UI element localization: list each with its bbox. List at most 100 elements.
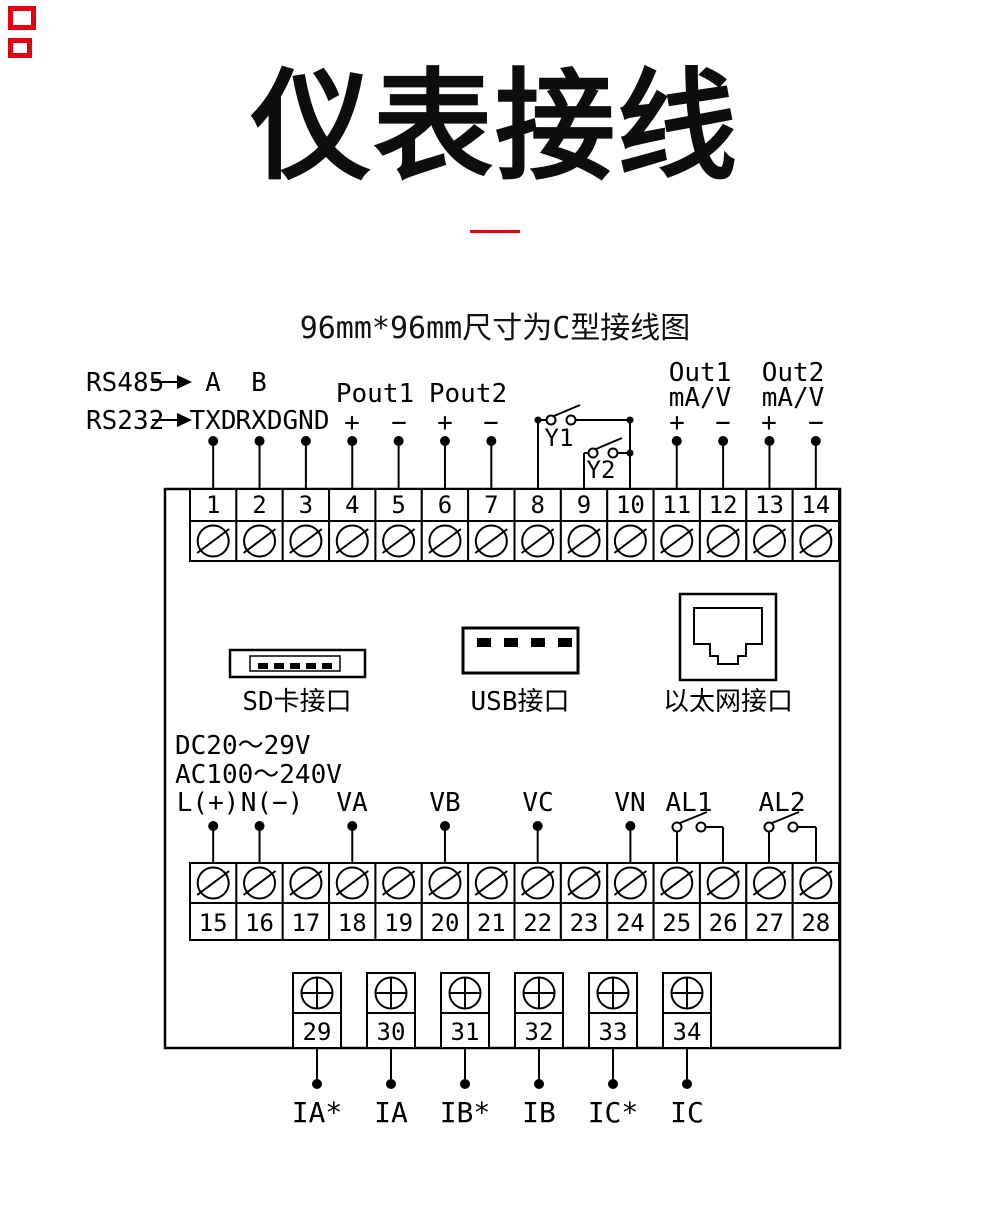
vb-label: VB [429,788,460,818]
terminal-number: 12 [709,491,738,519]
out2-plus-label: + [761,408,777,438]
terminal-number: 3 [299,491,313,519]
wire-dot [439,821,450,831]
page-title: 仪表接线 [251,58,739,197]
terminal-a-label: A [205,368,221,398]
switch-contact-icon [545,414,557,426]
terminal-16: 16 [235,862,284,941]
usb-port-icon [461,626,580,675]
row1-wires [208,436,821,489]
terminal-3: 3 [281,488,331,562]
pout1-plus-label: + [344,408,360,438]
wire-dot [682,1079,692,1089]
dc-range-label: DC20～29V [175,731,311,761]
terminal-7: 7 [467,488,516,562]
current-input-label: IC [670,1096,704,1129]
terminal-number: 18 [338,909,367,937]
wire-dot [386,1079,396,1089]
terminal-32: 32 [514,972,564,1049]
current-input-label: IA* [292,1096,343,1129]
alarm-relay-al1-icon [671,811,724,863]
switch-blade-icon [553,404,581,417]
terminal-19: 19 [374,862,423,941]
terminal-number: 23 [570,909,599,937]
page-edge-artifact [8,6,36,30]
terminal-29: 29 [292,972,342,1049]
out2-unit-label: mA/V [762,383,825,413]
terminal-number: 24 [616,909,645,937]
terminal-number: 32 [525,1018,554,1046]
sd-card-port-icon [228,648,367,679]
out2-minus-label: − [808,408,824,438]
switch-contact-icon [565,414,577,426]
wire-dot [718,436,729,446]
terminal-number: 25 [662,909,691,937]
terminal-number: 9 [577,491,591,519]
terminal-number: 8 [530,491,544,519]
vn-label: VN [614,788,645,818]
terminal-24: 24 [606,862,655,941]
terminal-13: 13 [745,488,794,562]
terminal-10: 10 [606,488,655,562]
wire-dot [486,436,497,446]
wire-dot [810,436,821,446]
terminal-number: 14 [801,491,830,519]
relay-y2-circuit [583,437,634,489]
terminal-17: 17 [281,862,331,941]
terminal-21: 21 [467,862,516,941]
rs232-label: RS232 [86,406,164,436]
junction-dot [626,416,634,424]
terminal-number: 34 [673,1018,702,1046]
title-divider [470,230,520,233]
wire-dot [312,1079,322,1089]
terminal-number: 20 [431,909,460,937]
terminal-18: 18 [328,862,377,941]
alarm-relay-al2-icon [763,811,817,863]
terminal-30: 30 [366,972,416,1049]
wire-dot [208,821,219,831]
terminal-31: 31 [440,972,490,1049]
terminal-33: 33 [588,972,638,1049]
terminal-number: 7 [484,491,498,519]
wire-dot [671,436,682,446]
terminal-row-3: 29 30 31 32 33 34 [292,972,712,1049]
ac-range-label: AC100～240V [175,760,342,790]
terminal-9: 9 [559,488,609,562]
terminal-number: 21 [477,909,506,937]
wire-dot [300,436,311,446]
terminal-6: 6 [420,488,470,562]
terminal-28: 28 [791,862,840,941]
wire-dot [254,821,265,831]
terminal-number: 4 [345,491,359,519]
sd-port-label: SD卡接口 [242,687,351,717]
ethernet-port-label: 以太网接口 [663,687,793,717]
wire-dot [625,821,636,831]
vc-label: VC [522,788,553,818]
junction-dot [626,449,634,457]
terminal-number: 29 [303,1018,332,1046]
wire-dot [460,1079,470,1089]
out1-label: Out1 [669,358,732,388]
gnd-label: GND [283,406,330,436]
wire-dot [347,436,358,446]
out1-minus-label: − [715,408,731,438]
terminal-number: 16 [245,909,274,937]
terminal-1: 1 [189,488,238,562]
neutral-terminal-label: N(−) [241,788,304,818]
terminal-26: 26 [698,862,748,941]
rs232-arrow-icon [152,413,192,427]
out2-label: Out2 [762,358,825,388]
terminal-number: 15 [199,909,228,937]
current-input-label: IB [522,1096,556,1129]
terminal-23: 23 [559,862,609,941]
pout2-plus-label: + [437,408,453,438]
terminal-number: 27 [755,909,784,937]
pout2-minus-label: − [483,408,499,438]
rs485-arrow-icon [152,375,192,389]
current-input-label: IA [374,1096,408,1129]
terminal-number: 10 [616,491,645,519]
ethernet-port-icon [678,592,778,682]
terminal-number: 22 [523,909,552,937]
wire-dot [532,821,543,831]
junction-dot [534,416,542,424]
